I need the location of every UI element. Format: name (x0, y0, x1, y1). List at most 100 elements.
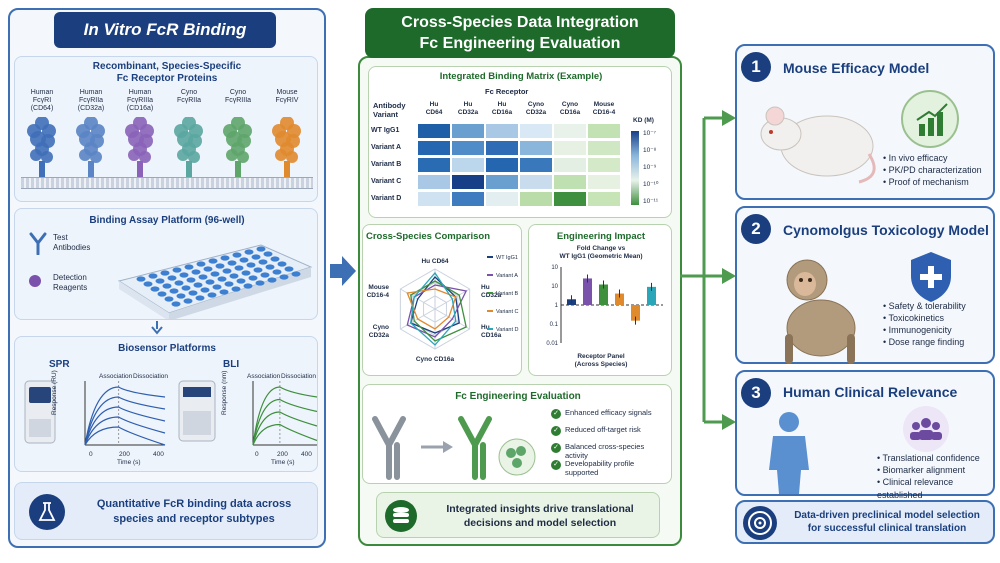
well (260, 272, 270, 278)
check-icon: ✓ (551, 443, 561, 453)
card-1-number: 1 (741, 52, 771, 82)
matrix-col-5: Mouse CD16-4 (592, 101, 616, 116)
bli-ylabel: Response (nm) (221, 370, 228, 415)
receptor-label-3: Cyno FcγRIIa (176, 89, 202, 104)
monkey-icon (785, 259, 856, 364)
card-2-bullet-2: • Immunogenicity (883, 325, 952, 335)
well (263, 251, 273, 257)
sensorgram-curve (252, 398, 318, 446)
radar-axis-label-3: Cyno CD16a (416, 356, 455, 363)
well (215, 263, 225, 269)
well (232, 252, 242, 258)
impact-bar-5 (647, 286, 656, 305)
kd-colorbar (631, 131, 639, 205)
shield-icon (911, 252, 951, 302)
well (207, 292, 217, 298)
well (162, 283, 172, 289)
connector-arrows (680, 110, 736, 430)
well (217, 276, 227, 282)
well (272, 269, 282, 275)
well (136, 276, 146, 282)
matrix-cell (587, 140, 621, 156)
radar-series-3 (406, 288, 457, 330)
well (186, 277, 196, 283)
well (229, 273, 239, 279)
radar-axis-label-2: Hu (481, 324, 490, 331)
matrix-cell (553, 157, 587, 173)
sensorgram-curve (252, 386, 318, 446)
check-icon: ✓ (551, 409, 561, 419)
well (234, 265, 244, 271)
well (253, 267, 263, 273)
fc-eval-item-text: Reduced off-target risk (565, 425, 641, 434)
well (143, 281, 153, 287)
matrix-cell (519, 191, 553, 207)
fc-eval-item-text: Enhanced efficacy signals (565, 408, 652, 417)
card-1-bullet-0: • In vivo efficacy (883, 153, 948, 163)
radar-legend-4: Variant D (496, 327, 519, 333)
matrix-cell (587, 174, 621, 190)
well (246, 262, 256, 268)
receptor-label-1: Human FcγRIIa (CD32a) (77, 89, 105, 112)
matrix-cell (451, 140, 485, 156)
impact-xlabel: Receptor Panel (Across Species) (574, 353, 628, 368)
impact-subtitle: Fold Change vs WT IgG1 (Geometric Mean) (559, 245, 643, 260)
well (155, 278, 165, 284)
cell-membrane (21, 177, 313, 189)
sensorgram-curve (84, 416, 166, 446)
impact-ytick-1: 10 (551, 284, 558, 290)
well (172, 267, 182, 273)
radar-axis-label-5: Mouse (368, 284, 389, 291)
matrix-cell (519, 174, 553, 190)
bli-xlabel: Time (s) (271, 459, 295, 466)
bli-tick-0: 0 (255, 451, 259, 458)
bli-sensorgram (252, 381, 318, 446)
impact-ytick-2: 1 (555, 303, 559, 309)
matrix-cell (553, 174, 587, 190)
matrix-cell (485, 174, 519, 190)
kd-tick-0: 10⁻⁷ (643, 130, 657, 137)
people-group-icon (903, 406, 949, 452)
well (251, 254, 261, 260)
middle-footer: Integrated insights drive translational … (376, 492, 660, 538)
matrix-title: Integrated Binding Matrix (Example) (439, 71, 603, 82)
receptors-title: Recombinant, Species-Specific Fc Recepto… (92, 61, 242, 84)
matrix-cell (451, 123, 485, 139)
spr-label: SPR (49, 359, 70, 370)
database-icon (385, 500, 417, 532)
radar-axis-label-2: CD16a (481, 332, 502, 339)
well (181, 285, 191, 291)
well (224, 281, 234, 287)
well (236, 278, 246, 284)
well (239, 257, 249, 263)
well (150, 286, 160, 292)
well (277, 261, 287, 267)
check-icon: ✓ (551, 426, 561, 436)
well (179, 272, 189, 278)
impact-ytick-0: 10 (551, 265, 558, 271)
bli-association-label: Association (247, 373, 281, 380)
impact-title: Engineering Impact (556, 231, 646, 242)
radar-title: Cross-Species Comparison (365, 231, 491, 242)
matrix-col-4: Cyno CD16a (559, 101, 581, 116)
matrix-cell (485, 191, 519, 207)
fc-eval-item-text: Balanced cross-species activity (565, 442, 645, 460)
well (256, 246, 266, 252)
well (248, 275, 258, 281)
bli-tick-200: 200 (277, 451, 288, 458)
well (243, 283, 253, 289)
assay-title: Binding Assay Platform (96-well) (89, 215, 245, 226)
receptor-protein-icon-2 (125, 117, 154, 181)
radar-legend-1: Variant A (496, 273, 518, 279)
kd-tick-4: 10⁻¹¹ (643, 198, 658, 205)
matrix-row-1: Variant A (371, 144, 402, 151)
well (169, 288, 179, 294)
matrix-col-0: Hu CD64 (425, 101, 443, 116)
well (198, 274, 208, 280)
matrix-cell (485, 140, 519, 156)
check-icon: ✓ (551, 460, 561, 470)
well (184, 264, 194, 270)
well (196, 261, 206, 267)
well (193, 282, 203, 288)
bli-instrument-icon (178, 380, 216, 442)
